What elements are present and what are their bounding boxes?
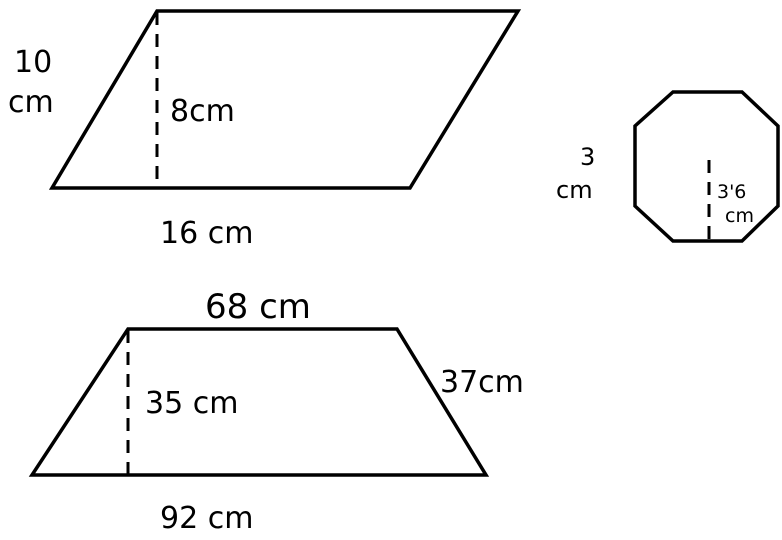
parallelogram-side-unit: cm (8, 85, 54, 120)
octagon-figure: 3 cm 3'6 cm (556, 90, 780, 243)
parallelogram-height-label: 8cm (170, 94, 235, 129)
octagon-apothem-value: 3'6 (717, 181, 746, 203)
trapezoid-figure: 68 cm 37cm 35 cm 92 cm (28, 287, 524, 536)
parallelogram-base-label: 16 cm (160, 216, 253, 251)
trapezoid-outline (28, 327, 490, 477)
trapezoid-side-label: 37cm (440, 365, 524, 400)
parallelogram-figure: 10 cm 8cm 16 cm (8, 9, 522, 251)
trapezoid-height-label: 35 cm (145, 386, 238, 421)
octagon-side-unit: cm (556, 176, 593, 204)
parallelogram-outline (48, 9, 522, 190)
trapezoid-bottom-base-label: 92 cm (160, 501, 253, 536)
octagon-outline (633, 90, 780, 243)
octagon-apothem-unit: cm (725, 205, 754, 227)
octagon-side-value: 3 (580, 143, 595, 171)
parallelogram-side-value: 10 (14, 45, 52, 80)
trapezoid-top-base-label: 68 cm (205, 287, 311, 327)
